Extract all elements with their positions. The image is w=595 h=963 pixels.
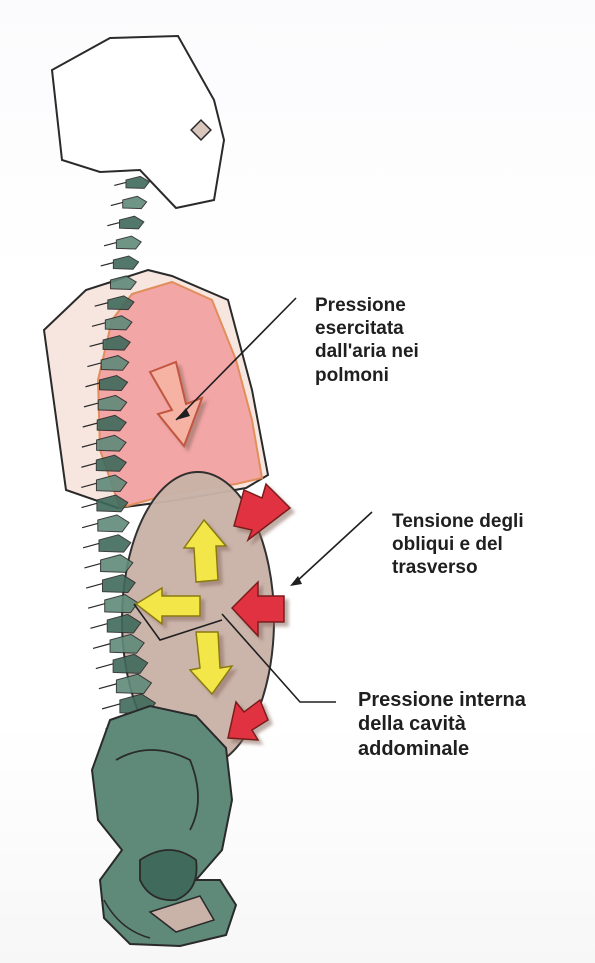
vertebra bbox=[98, 515, 129, 532]
spinous-process bbox=[114, 182, 126, 185]
label-abdominal-pressure: Pressione interna della cavità addominal… bbox=[358, 688, 568, 761]
vertebra bbox=[99, 535, 131, 552]
label-lung-pressure: Pressione esercitata dall'aria nei polmo… bbox=[315, 294, 485, 387]
spinous-process bbox=[90, 624, 107, 629]
spinous-process bbox=[93, 644, 110, 649]
vertebra bbox=[101, 555, 133, 573]
spinous-process bbox=[101, 263, 114, 266]
spinous-process bbox=[88, 604, 105, 609]
spinous-process bbox=[83, 543, 99, 547]
spinous-process bbox=[104, 243, 116, 246]
vertebra bbox=[123, 196, 147, 208]
vertebra bbox=[120, 216, 144, 229]
spinous-process bbox=[82, 523, 98, 527]
label-muscle-tension: Tensione degli obliqui e del trasverso bbox=[392, 510, 562, 580]
spinous-process bbox=[84, 564, 100, 568]
spinous-process bbox=[99, 684, 117, 689]
spinous-process bbox=[102, 704, 120, 709]
vertebra bbox=[113, 256, 138, 269]
spinous-process bbox=[86, 584, 102, 588]
spinous-process bbox=[107, 223, 119, 226]
spinous-process bbox=[96, 664, 113, 669]
spinous-process bbox=[81, 503, 96, 507]
leader-line-obliques bbox=[296, 512, 372, 582]
spinous-process bbox=[111, 202, 123, 205]
vertebra bbox=[116, 236, 141, 249]
vertebra bbox=[126, 176, 149, 188]
pelvis bbox=[92, 706, 236, 946]
